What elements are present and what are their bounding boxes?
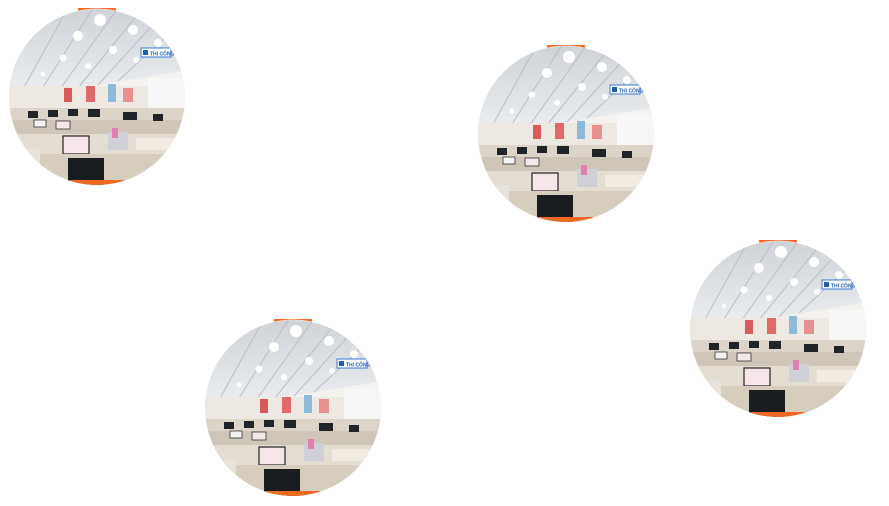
office-photo-circle-2: THI CÔNG (477, 45, 655, 223)
sign-text: THI CÔNG (346, 361, 371, 369)
office-photo-circle-4: THI CÔNG (689, 240, 867, 418)
accent-arc (546, 45, 586, 48)
accent-arc (758, 240, 798, 243)
accent-arc (273, 319, 313, 322)
office-photo: THI CÔNG (690, 240, 866, 417)
sign-text: THI CÔNG (831, 282, 856, 290)
sign-text: THI CÔNG (150, 50, 175, 58)
office-photo: THI CÔNG (478, 45, 654, 222)
office-photo-circle-3: THI CÔNG (204, 319, 382, 497)
office-photo-circle-1: THI CÔNG (8, 8, 186, 186)
office-photo: THI CÔNG (205, 319, 381, 496)
office-photo: THI CÔNG (9, 8, 185, 185)
sign-text: THI CÔNG (619, 87, 644, 95)
accent-arc (77, 8, 117, 11)
